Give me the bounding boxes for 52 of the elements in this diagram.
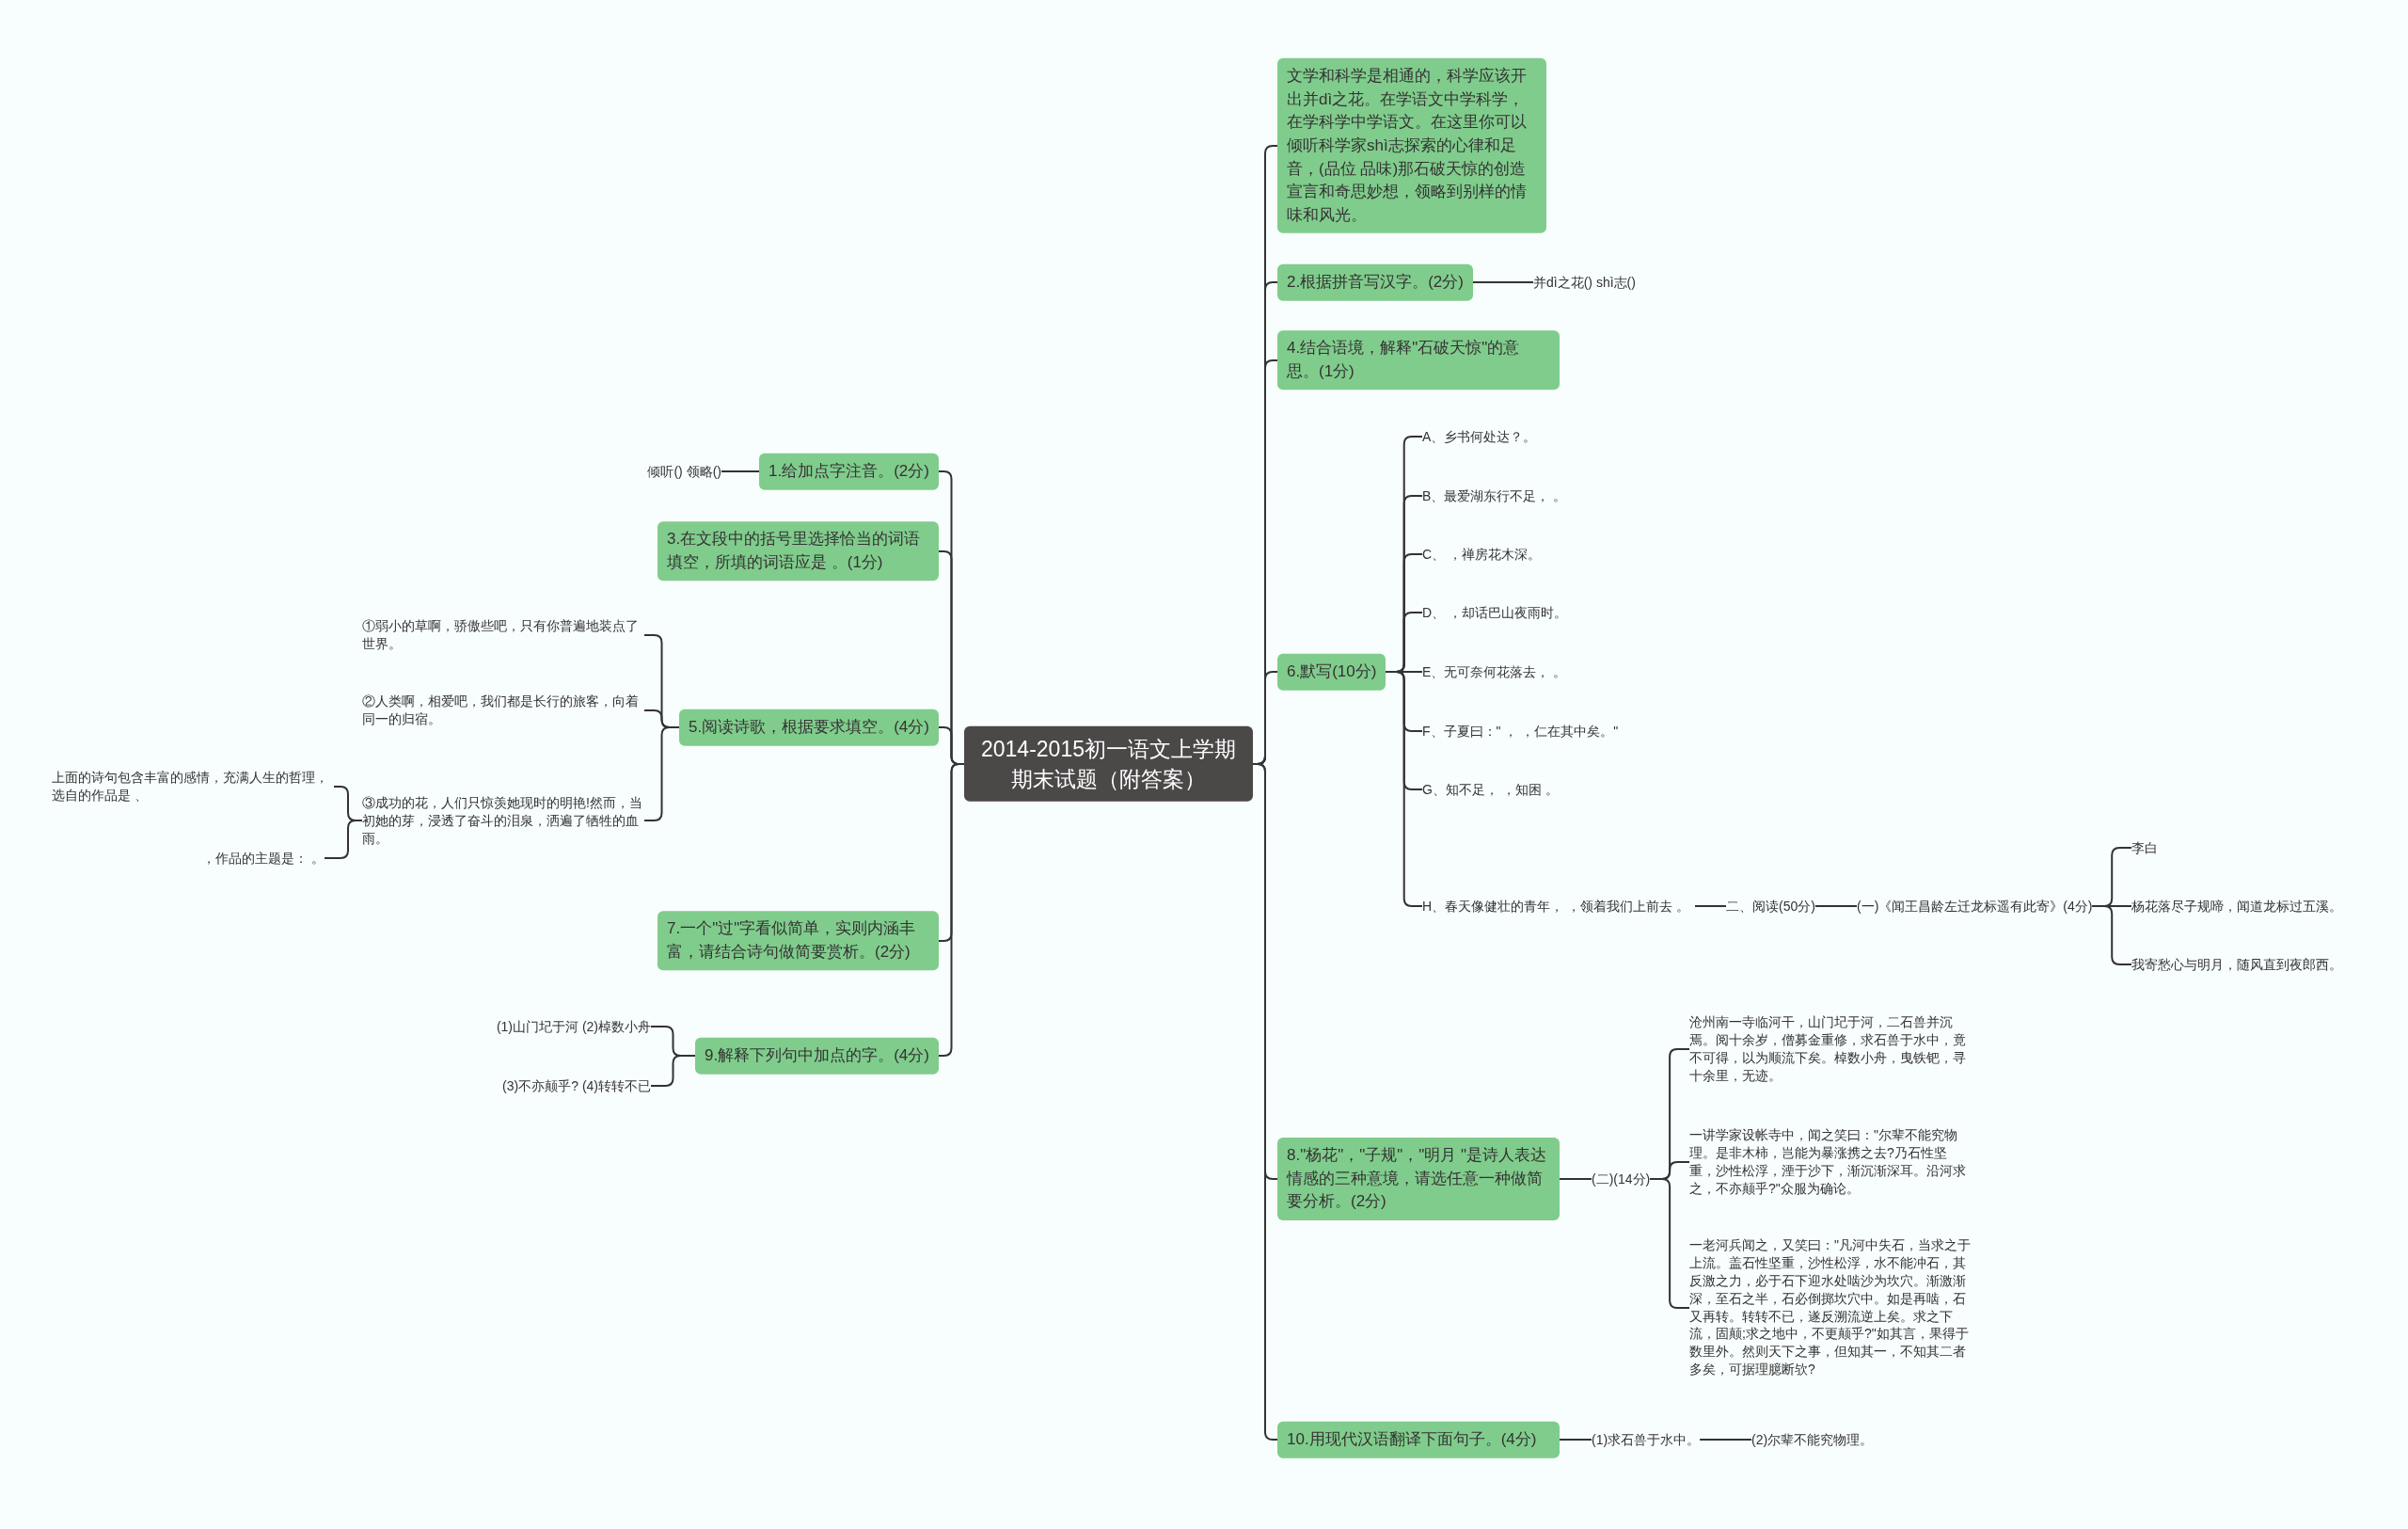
branch-text: 一老河兵闻之，又笑曰："凡河中失石，当求之于上流。盖石性坚重，沙性松浮，水不能冲石，其反激之力，必于石下迎水处啮沙为坎穴。渐激渐深，至石之半，石必倒掷坎穴中。如是再啮，石又再转。转转不已，遂反溯流逆上矣。求之下流，固颠;求之地中，不更颠乎?"如其言，果得于数里外。然则天下之事，但知其一，不知其二者多矣，可据理臆断欤? (1689, 1236, 1972, 1379)
branch-text: F、子夏曰：" ， ，仁在其中矣。" (1422, 722, 1619, 741)
topic-box: 5.阅读诗歌，根据要求填空。(4分) (679, 709, 939, 746)
topic-box: 文学和科学是相通的，科学应该开出并dì之花。在学语文中学科学，在学科学中学语文。在这里你可以倾听科学家shì志探索的心律和足音，(品位 品味)那石破天惊的创造宣言和奇思妙想，领略到别样的情味和风光。 (1277, 57, 1546, 234)
topic-box: 1.给加点字注音。(2分) (759, 453, 939, 490)
connector-line (1814, 905, 1858, 907)
topic-box: 7.一个"过"字看似简单，实则内涵丰富，请结合诗句做简要赏析。(2分) (657, 911, 939, 971)
connector-line (1559, 1439, 1592, 1441)
connector-line (1471, 281, 1534, 283)
branch-text: 沧州南一寺临河干，山门圮于河，二石兽并沉焉。阅十余岁，僧募金重修，求石兽于水中，竟不可得，以为顺流下矣。棹数小舟，曳铁钯，寻十余里，无迹。 (1689, 1013, 1972, 1085)
branch-text: ，作品的主题是： 。 (202, 849, 325, 868)
branch-text: (1)求石兽于水中。 (1592, 1430, 1701, 1449)
branch-text: D、 ，却话巴山夜雨时。 (1422, 603, 1567, 622)
branch-text: E、无可奈何花落去， 。 (1422, 662, 1567, 681)
topic-box: 10.用现代汉语翻译下面句子。(4分) (1277, 1421, 1560, 1458)
branch-text: (一)《闻王昌龄左迁龙标遥有此寄》(4分) (1857, 897, 2093, 916)
topic-box: 2.根据拼音写汉字。(2分) (1277, 263, 1473, 301)
branch-text: (二)(14分) (1592, 1170, 1651, 1188)
branch-text: 我寄愁心与明月，随风直到夜郎西。 (2131, 955, 2342, 974)
connector-line (643, 726, 681, 821)
branch-text: B、最爱湖东行不足， 。 (1422, 486, 1567, 505)
connector-line (1559, 1178, 1592, 1180)
branch-text: ③成功的花，人们只惊羡她现时的明艳!然而，当初她的芽，浸透了奋斗的泪泉，洒遍了牺牲的血雨。 (362, 793, 644, 848)
topic-box: 3.在文段中的括号里选择恰当的词语填空，所填的词语应是 。(1分) (657, 521, 939, 581)
connector-line (1694, 905, 1727, 907)
topic-box: 6.默写(10分) (1277, 653, 1386, 691)
branch-text: H、春天像健壮的青年， ，领着我们上前去 。 (1422, 897, 1695, 916)
branch-text: 并dì之花() shì志() (1533, 273, 1636, 292)
topic-box: 4.结合语境，解释"石破天惊"的意思。(1分) (1277, 330, 1560, 390)
branch-text: 杨花落尽子规啼，闻道龙标过五溪。 (2131, 897, 2342, 916)
branch-text: C、 ，禅房花木深。 (1422, 545, 1541, 564)
connector-line (650, 1055, 697, 1087)
connector-line (1699, 1439, 1752, 1441)
branch-text: G、知不足， ，知困 。 (1422, 780, 1559, 799)
connector-line (721, 470, 761, 472)
branch-text: (1)山门圮于河 (2)棹数小舟 (496, 1017, 651, 1036)
topic-box: 9.解释下列句中加点的字。(4分) (695, 1037, 939, 1075)
connector-line (938, 763, 965, 1057)
central-topic: 2014-2015初一语文上学期期末试题（附答案） (964, 725, 1253, 803)
branch-text: 一讲学家设帐寺中，闻之笑曰："尔辈不能究物理。是非木柿，岂能为暴涨携之去?乃石性坚重，沙性松浮，湮于沙下，渐沉渐深耳。沿河求之，不亦颠乎?"众服为确论。 (1689, 1126, 1972, 1198)
branch-text: 李白 (2131, 838, 2158, 857)
branch-text: ②人类啊，相爱吧，我们都是长行的旅客，向着同一的归宿。 (362, 693, 644, 728)
connector-line (1385, 671, 1423, 907)
branch-text: 倾听() 领略() (647, 462, 721, 481)
topic-box: 8."杨花"，"子规"，"明月 "是诗人表达情感的三种意境，请选任意一种做简要分析。(2分) (1277, 1138, 1560, 1220)
branch-text: (3)不亦颠乎? (4)转转不已 (502, 1076, 651, 1095)
branch-text: 上面的诗句包含丰富的感情，充满人生的哲理，选自的作品是 、 (52, 769, 334, 804)
branch-text: (2)尔辈不能究物理。 (1751, 1430, 1874, 1449)
branch-text: 二、阅读(50分) (1726, 897, 1815, 916)
branch-text: A、乡书何处达？。 (1422, 427, 1537, 446)
branch-text: ①弱小的草啊，骄傲些吧，只有你普遍地装点了世界。 (362, 617, 644, 653)
connector-line (324, 820, 363, 859)
